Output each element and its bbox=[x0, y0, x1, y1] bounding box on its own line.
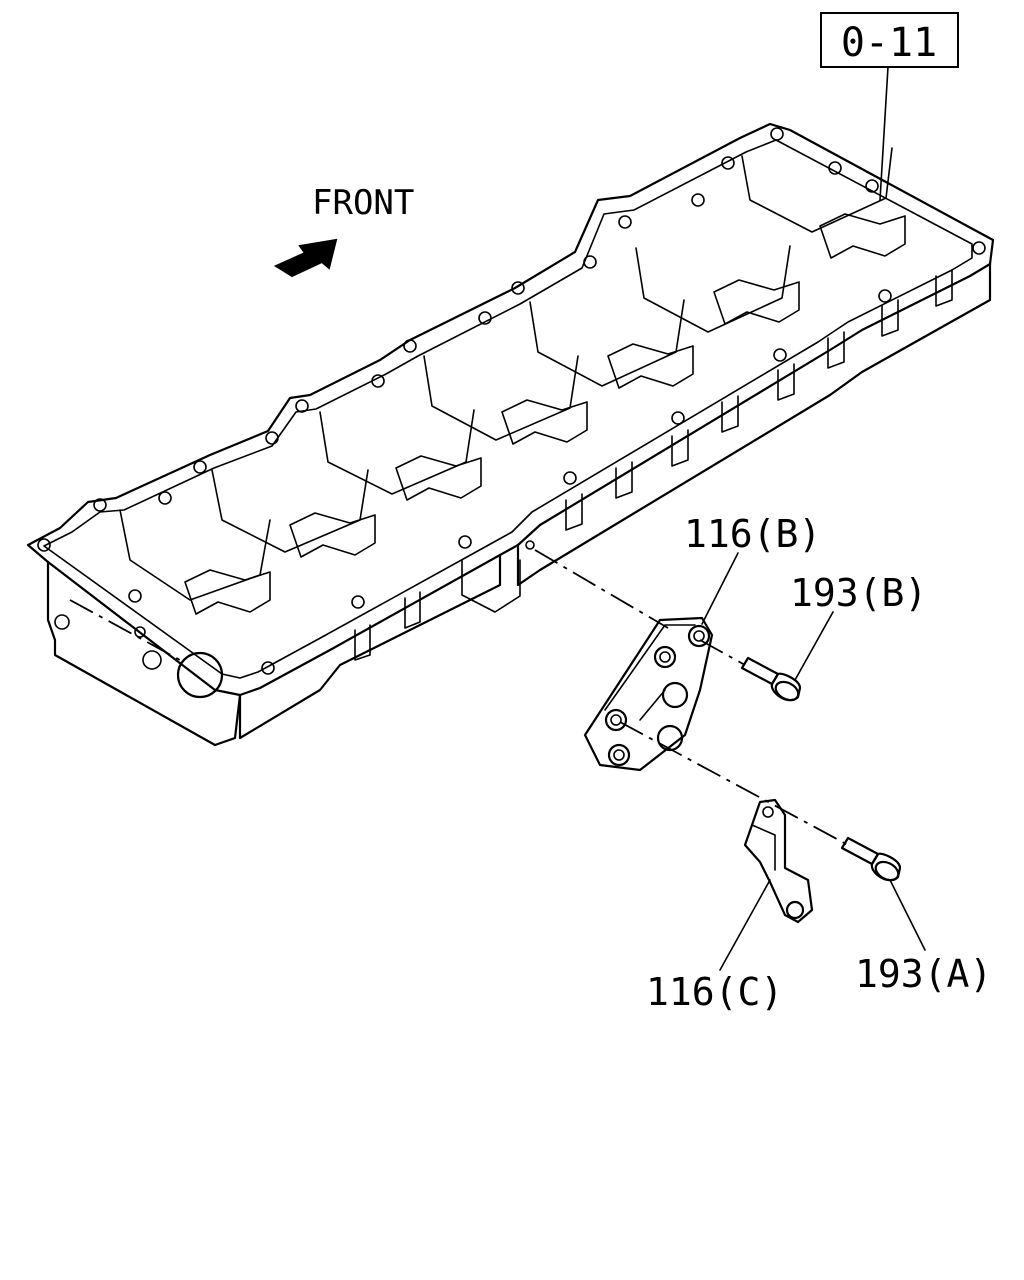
leader-116b bbox=[701, 552, 739, 625]
frame-side bbox=[238, 553, 502, 740]
flange-holes bbox=[37, 127, 986, 675]
leader-116c bbox=[719, 879, 771, 971]
leader-193a bbox=[889, 879, 926, 951]
front-indicator: FRONT bbox=[273, 183, 414, 278]
side-pockets bbox=[354, 269, 953, 661]
bolt-193a bbox=[840, 836, 902, 882]
front-boss bbox=[176, 651, 224, 699]
frame-lower bbox=[46, 560, 242, 747]
reference-box: 0-11 bbox=[820, 12, 959, 201]
reference-leader bbox=[879, 66, 889, 201]
reference-code: 0-11 bbox=[841, 20, 937, 66]
alignment-line-upper bbox=[534, 549, 669, 629]
front-label: FRONT bbox=[312, 183, 414, 223]
bolt-193b bbox=[740, 656, 802, 702]
bracket-116c bbox=[743, 798, 814, 924]
front-arrow-icon bbox=[273, 238, 338, 278]
frame-bays bbox=[119, 147, 893, 601]
crankcase-frame bbox=[26, 122, 995, 747]
bracket-116b bbox=[583, 616, 714, 772]
alignment-line-lower bbox=[619, 721, 849, 846]
callout-193b: 193(B) bbox=[790, 571, 927, 615]
leader-193b bbox=[794, 611, 834, 681]
callout-116b: 116(B) bbox=[684, 512, 821, 556]
callout-193a: 193(A) bbox=[855, 952, 992, 996]
bearing-caps bbox=[184, 213, 906, 615]
frame-inner bbox=[43, 139, 973, 679]
callout-116c: 116(C) bbox=[646, 970, 783, 1014]
frame-outline bbox=[26, 122, 995, 697]
